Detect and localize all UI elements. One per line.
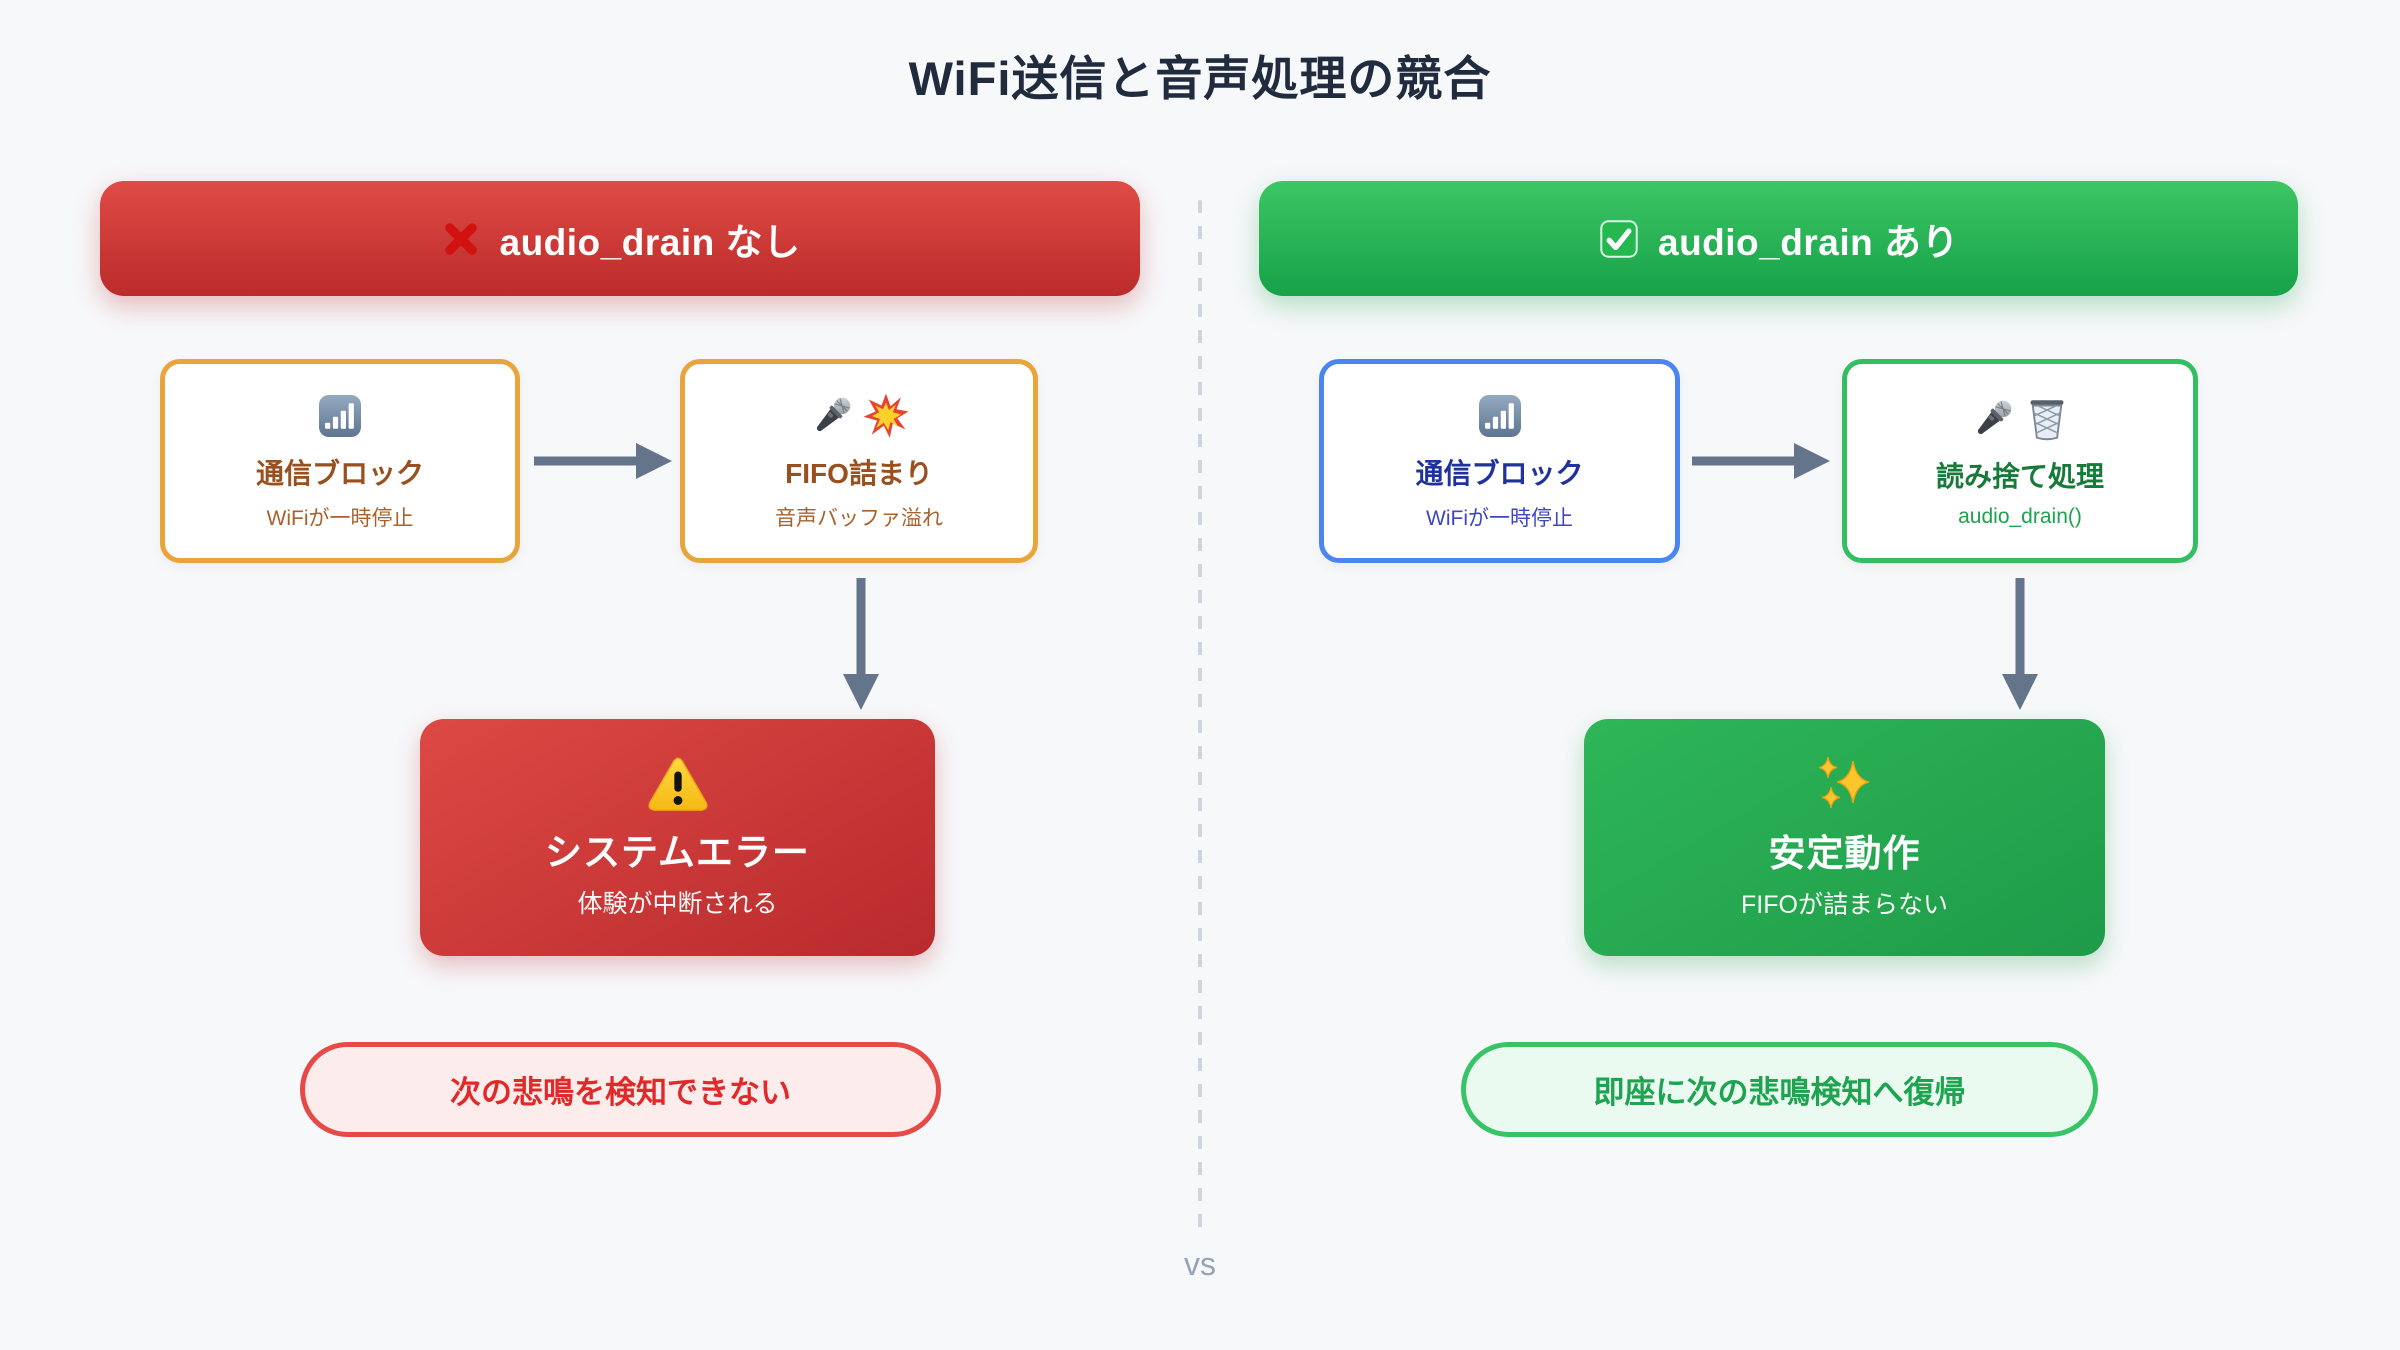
outcome-label: 次の悲鳴を検知できない	[450, 1075, 791, 1110]
right-header-label: audio_drain あり	[1658, 221, 1959, 263]
node-icon-row	[808, 390, 910, 442]
microphone-icon	[808, 392, 856, 440]
result-stable-operation: 安定動作 FIFOが詰まらない	[1584, 719, 2105, 956]
node-subtitle: WiFiが一時停止	[1426, 507, 1573, 530]
check-mark-icon	[1598, 218, 1640, 260]
left-panel-header: audio_drain なし	[100, 181, 1140, 296]
result-subtitle: FIFOが詰まらない	[1741, 890, 1948, 919]
right-panel-header: audio_drain あり	[1259, 181, 2298, 296]
node-subtitle: audio_drain()	[1958, 505, 2082, 528]
cross-mark-icon	[440, 218, 482, 260]
arrow-right-horizontal	[1686, 433, 1834, 489]
node-title: FIFO詰まり	[785, 458, 933, 489]
node-comm-block-left: 通信ブロック WiFiが一時停止	[160, 359, 520, 563]
node-icon-row	[1969, 393, 2071, 445]
page-title: WiFi送信と音声処理の競合	[908, 52, 1492, 105]
node-subtitle: WiFiが一時停止	[266, 507, 414, 530]
node-title: 通信ブロック	[255, 458, 424, 489]
node-drain-discard: 読み捨て処理 audio_drain()	[1842, 359, 2198, 563]
left-header-label: audio_drain なし	[499, 221, 801, 263]
node-comm-block-right: 通信ブロック WiFiが一時停止	[1319, 359, 1680, 563]
signal-bars-icon	[1476, 392, 1524, 440]
collision-icon	[862, 392, 910, 440]
arrow-left-horizontal	[528, 433, 676, 489]
center-dashed-divider	[1198, 200, 1202, 1234]
warning-icon	[647, 756, 709, 814]
node-subtitle: 音声バッファ溢れ	[775, 507, 943, 530]
node-icon-row	[316, 390, 364, 442]
wastebasket-icon	[2023, 395, 2071, 443]
node-fifo-clog: FIFO詰まり 音声バッファ溢れ	[680, 359, 1038, 563]
arrow-right-vertical	[1992, 574, 2048, 714]
sparkles-icon	[1813, 755, 1877, 815]
vs-label: vs	[1184, 1246, 1216, 1282]
outcome-pill-right: 即座に次の悲鳴検知へ復帰	[1461, 1042, 2098, 1137]
arrow-left-vertical	[833, 574, 889, 714]
result-system-error: システムエラー 体験が中断される	[420, 719, 935, 956]
microphone-icon	[1969, 395, 2017, 443]
outcome-pill-left: 次の悲鳴を検知できない	[300, 1042, 941, 1137]
result-title: システムエラー	[545, 831, 810, 873]
node-icon-row	[1476, 390, 1524, 442]
signal-bars-icon	[316, 392, 364, 440]
node-title: 読み捨て処理	[1935, 461, 2104, 492]
node-title: 通信ブロック	[1415, 458, 1584, 489]
result-title: 安定動作	[1768, 832, 1921, 874]
outcome-label: 即座に次の悲鳴検知へ復帰	[1593, 1075, 1966, 1110]
result-subtitle: 体験が中断される	[577, 889, 778, 918]
